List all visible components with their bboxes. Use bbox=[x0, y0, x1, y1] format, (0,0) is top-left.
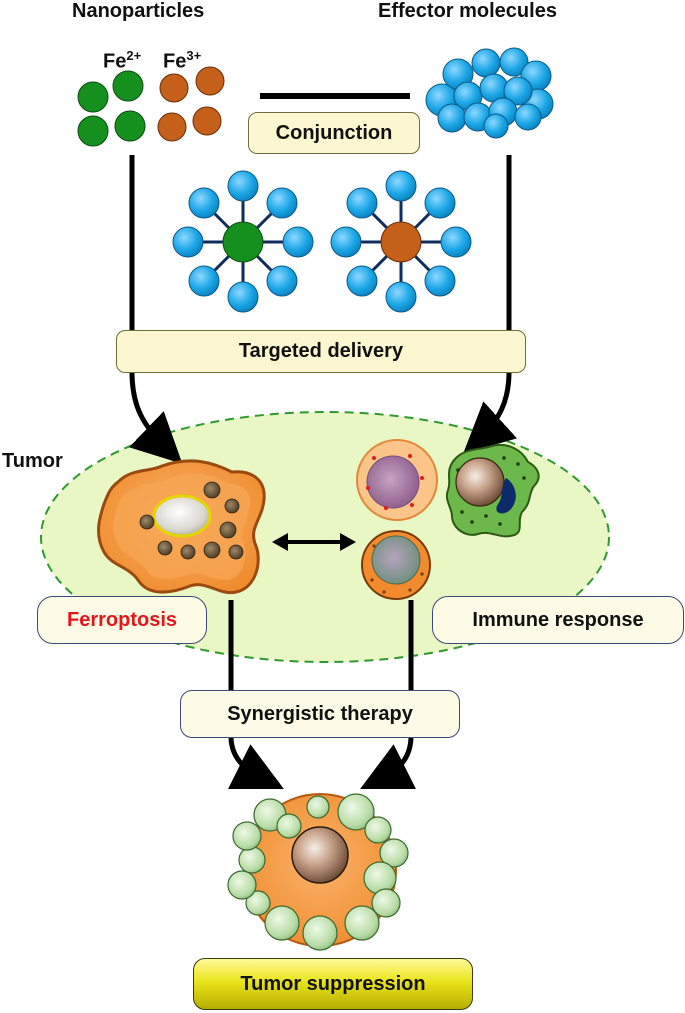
conjugate-fe2 bbox=[172, 170, 314, 313]
conjunction-box: Conjunction bbox=[248, 112, 420, 154]
fe3-symbol: Fe bbox=[163, 50, 187, 73]
crosstalk-double-arrow bbox=[272, 533, 356, 551]
therapy-arrow-right bbox=[360, 737, 417, 789]
fe2-particles bbox=[77, 70, 146, 147]
immune-response-box: Immune response bbox=[432, 596, 684, 644]
tumor-label: Tumor bbox=[2, 450, 63, 472]
conjugate-fe3 bbox=[330, 170, 472, 313]
immune-cell-apoptotic bbox=[356, 439, 438, 521]
delivery-arrow-left bbox=[129, 371, 183, 464]
ferroptotic-cell bbox=[97, 459, 266, 595]
fe3-particles bbox=[157, 66, 225, 142]
fe2-ion-label: Fe2+ bbox=[103, 48, 141, 74]
immune-cell-macrophage bbox=[445, 444, 540, 538]
effector-molecules-label: Effector molecules bbox=[378, 0, 557, 22]
ferroptosis-box: Ferroptosis bbox=[37, 596, 207, 644]
therapy-arrow-left bbox=[227, 737, 284, 789]
tumor-suppression-box: Tumor suppression bbox=[193, 958, 473, 1010]
fe3-charge: 3+ bbox=[186, 48, 202, 63]
fe3-ion-label: Fe3+ bbox=[163, 48, 201, 74]
nanoparticles-label: Nanoparticles bbox=[72, 0, 205, 22]
targeted-delivery-box: Targeted delivery bbox=[116, 330, 526, 373]
effector-molecule-cluster bbox=[425, 47, 554, 139]
synergistic-therapy-box: Synergistic therapy bbox=[180, 690, 460, 738]
immune-cell-t-cell bbox=[361, 530, 431, 600]
fe2-charge: 2+ bbox=[126, 48, 142, 63]
delivery-arrow-right bbox=[463, 371, 518, 454]
suppressed-tumor-cell bbox=[227, 793, 409, 951]
fe2-symbol: Fe bbox=[103, 50, 127, 73]
